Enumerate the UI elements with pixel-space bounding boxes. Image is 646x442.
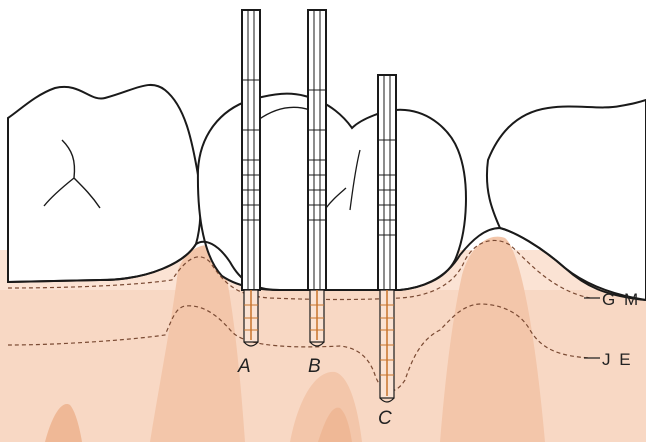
probe-b xyxy=(308,10,326,346)
probe-a-label: A xyxy=(237,356,251,377)
je-label: J E xyxy=(602,350,633,369)
probe-b-label: B xyxy=(308,356,321,377)
probe-a xyxy=(242,10,260,346)
gm-label: G M xyxy=(602,290,640,309)
probe-c-label: C xyxy=(378,408,392,429)
probe-c xyxy=(378,75,396,402)
tooth-left xyxy=(8,85,201,282)
tooth-center xyxy=(198,94,466,290)
